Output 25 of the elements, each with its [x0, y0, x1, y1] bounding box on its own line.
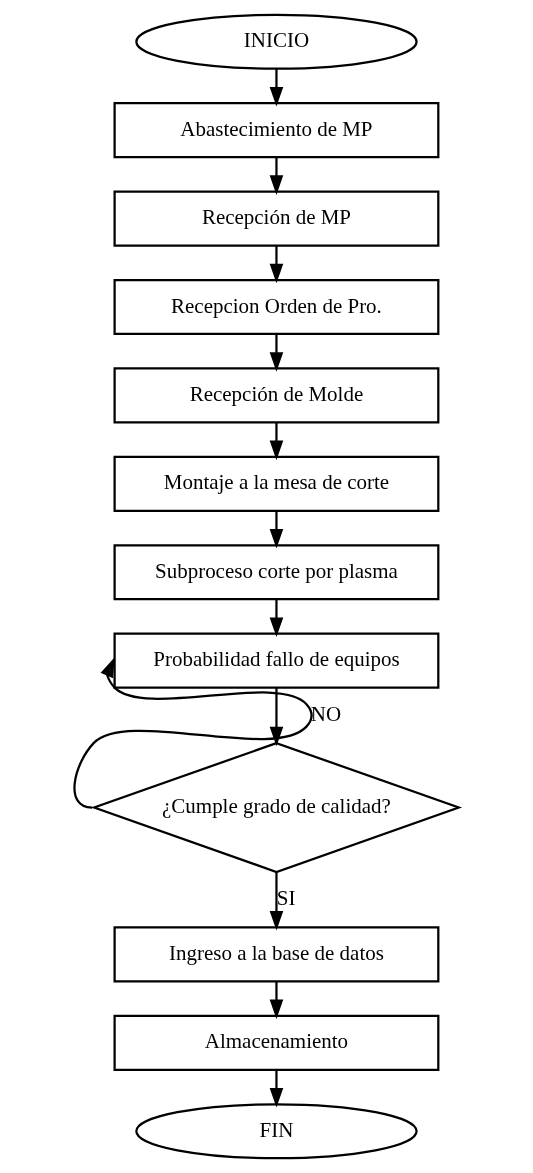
- arrow: [73, 657, 313, 809]
- node-ellipse: INICIO: [135, 13, 418, 70]
- arrow: [269, 687, 284, 747]
- arrow: [269, 157, 284, 195]
- arrow: [269, 334, 284, 372]
- arrow: [269, 68, 284, 107]
- node-ellipse: FIN: [135, 1103, 418, 1160]
- arrow: [269, 245, 284, 284]
- arrow: [269, 981, 284, 1020]
- node-box: Abastecimiento de MP: [113, 102, 440, 159]
- node-box: Recepción de Molde: [113, 367, 440, 424]
- arrow: [269, 872, 284, 931]
- arrow: [269, 599, 284, 637]
- node-box: Probabilidad fallo de equipos: [113, 632, 440, 689]
- node-box: Almacenamiento: [113, 1014, 440, 1071]
- node-box: Subproceso corte por plasma: [113, 544, 440, 601]
- edge-label: SI: [276, 886, 296, 911]
- node-diamond: ¿Cumple grado de calidad?: [90, 741, 463, 874]
- arrow: [269, 1069, 284, 1108]
- node-box: Montaje a la mesa de corte: [113, 455, 440, 512]
- arrow: [269, 510, 284, 549]
- node-box: Recepcion Orden de Pro.: [113, 278, 440, 336]
- node-box: Ingreso a la base de datos: [113, 926, 440, 983]
- node-box: Recepción de MP: [113, 190, 440, 247]
- arrow: [269, 422, 284, 461]
